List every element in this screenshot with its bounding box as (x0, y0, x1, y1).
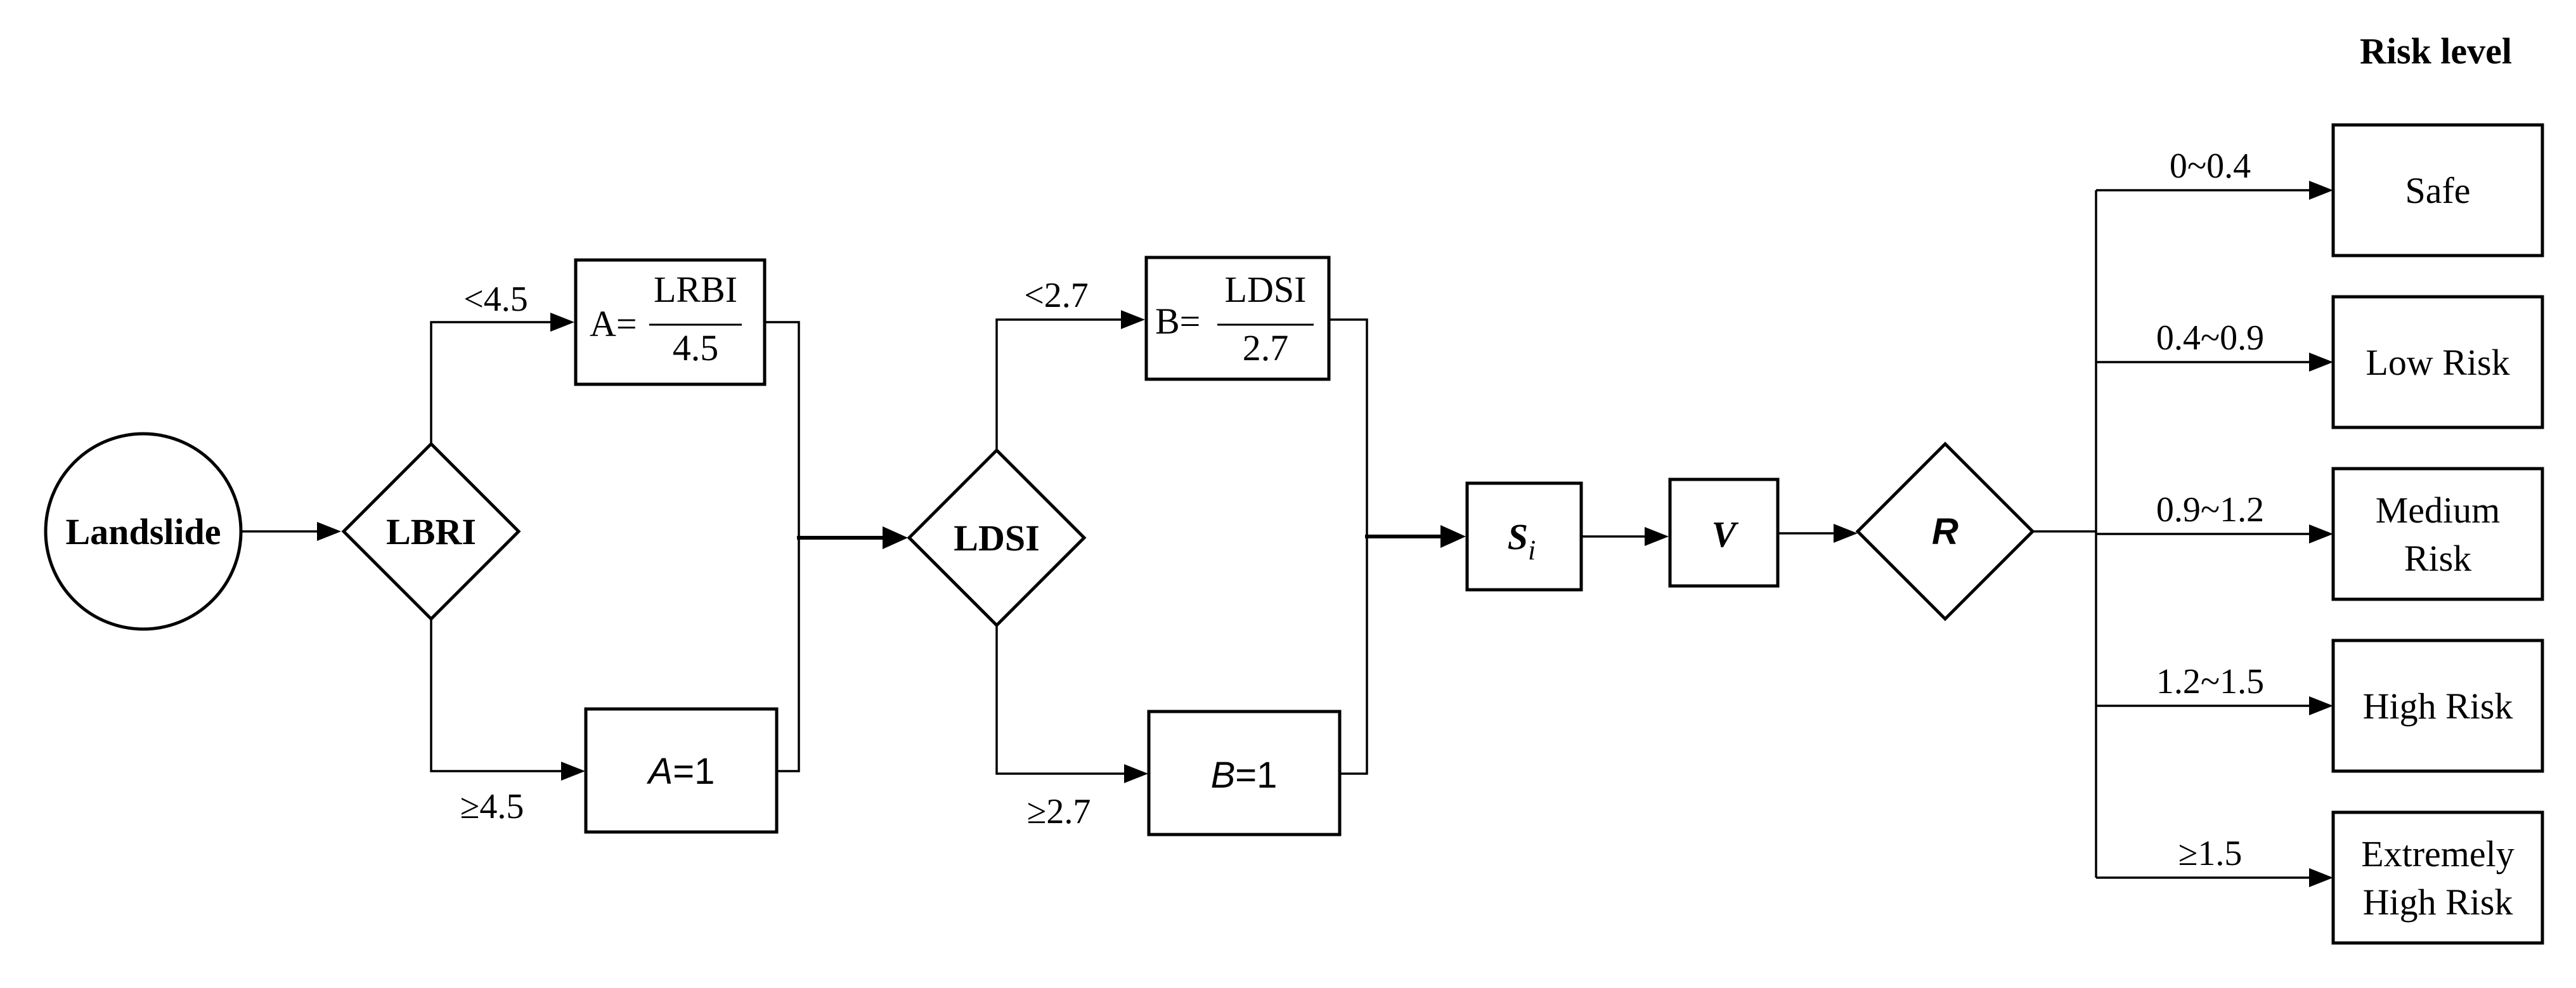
risk-level-name: Medium (2376, 490, 2501, 531)
arrowhead (2309, 524, 2333, 543)
landslide-label: Landslide (66, 511, 221, 552)
arrowhead (1440, 525, 1466, 548)
connector-ldsi-b-one (995, 625, 1124, 775)
risk-range-label: 0~0.4 (2170, 146, 2251, 186)
ldsi-decision: LDSI (907, 448, 1087, 628)
r-label: R (1932, 511, 1958, 552)
v-box: V (1668, 478, 1780, 588)
lbri-label: LBRI (386, 511, 476, 552)
arrowhead (2309, 353, 2333, 372)
risk-range-label: ≥1.5 (2178, 834, 2243, 873)
arrowhead (550, 313, 574, 332)
branch-label-lbri-high: ≥4.5 (460, 787, 524, 826)
risk-range-label: 0.4~0.9 (2156, 318, 2264, 358)
arrowhead (1645, 527, 1669, 546)
risk-arrows: 0~0.4 0.4~0.9 0.9~1.2 1.2~1.5 ≥1.5 (2096, 146, 2333, 887)
risk-range-label: 1.2~1.5 (2156, 662, 2264, 701)
svg-text:A=1: A=1 (647, 751, 715, 792)
svg-text:Si: Si (1508, 516, 1536, 566)
risk-level-name: Risk (2404, 538, 2471, 579)
formula-b-box: B= LDSI 2.7 (1144, 256, 1331, 381)
risk-level-name: Low Risk (2366, 342, 2509, 383)
ldsi-label: LDSI (954, 517, 1039, 559)
arrowhead (2309, 868, 2333, 887)
landslide-node: Landslide (44, 432, 243, 631)
a-one-rest: =1 (673, 751, 715, 792)
risk-level-name: Extremely (2361, 833, 2515, 874)
arrowhead (1834, 524, 1858, 543)
arrowhead (883, 526, 908, 549)
formula-a-box: A= LRBI 4.5 (574, 258, 767, 386)
a-one-box: A=1 (584, 707, 779, 834)
risk-level-name: High Risk (2363, 881, 2513, 923)
arrowhead (561, 762, 585, 781)
connector-lbri-formula-a (430, 321, 550, 444)
connector-b-one-merge (1340, 536, 1368, 775)
formula-a-prefix: A= (590, 303, 637, 344)
formula-b-denominator: 2.7 (1243, 327, 1289, 368)
lbri-decision: LBRI (341, 441, 521, 621)
risk-level-item: High Risk (2331, 639, 2544, 773)
branch-label-ldsi-low: <2.7 (1024, 276, 1089, 315)
risk-level-name: High Risk (2363, 686, 2513, 727)
connector-lbri-a-one (430, 619, 561, 772)
svg-text:B=1: B=1 (1211, 755, 1278, 796)
formula-b-numerator: LDSI (1225, 269, 1307, 310)
arrowhead (1124, 764, 1148, 783)
formula-b-prefix: B= (1155, 301, 1200, 342)
risk-level-title: Risk level (2360, 30, 2512, 72)
si-box: Si (1465, 481, 1583, 592)
branch-label-lbri-low: <4.5 (463, 280, 528, 319)
formula-a-numerator: LRBI (654, 269, 737, 310)
connector-ldsi-formula-b (995, 318, 1121, 450)
connector-a-one-merge (777, 538, 800, 772)
risk-range-label: 0.9~1.2 (2156, 490, 2264, 530)
risk-level-name: Safe (2405, 170, 2470, 211)
arrowhead (317, 522, 341, 541)
arrowhead (2309, 696, 2333, 715)
arrowhead (2309, 181, 2333, 200)
connectors: 0~0.4 0.4~0.9 0.9~1.2 1.2~1.5 ≥1.5 (241, 146, 2333, 887)
b-one-rest: =1 (1235, 755, 1277, 796)
b-one-var: B (1211, 755, 1236, 796)
risk-level-item: Safe (2331, 123, 2544, 257)
a-one-var: A (647, 751, 673, 792)
formula-a-denominator: 4.5 (673, 327, 719, 368)
b-one-box: B=1 (1147, 710, 1342, 836)
si-base: S (1508, 516, 1528, 557)
r-decision: R (1855, 441, 2035, 621)
connector-formula-b-merge (1329, 318, 1368, 536)
arrowhead (1121, 310, 1145, 329)
v-label: V (1712, 514, 1739, 555)
si-subscript: i (1528, 535, 1536, 566)
risk-level-item: Low Risk (2331, 295, 2544, 429)
connector-formula-a-merge (765, 321, 800, 538)
branch-label-ldsi-high: ≥2.7 (1027, 792, 1091, 831)
